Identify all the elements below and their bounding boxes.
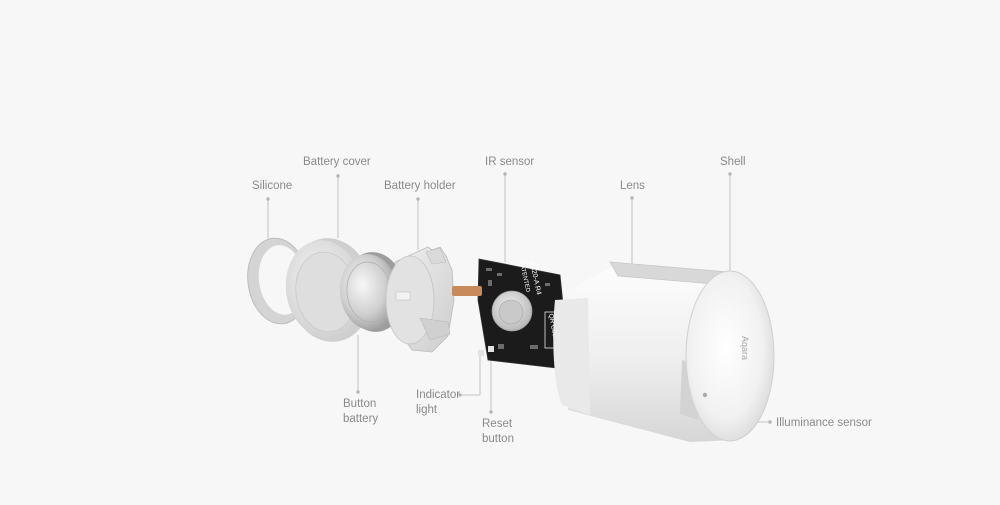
label-illuminance-sensor: Illuminance sensor bbox=[776, 417, 872, 429]
label-ir-sensor: IR sensor bbox=[485, 156, 535, 168]
label-button-battery-line2: battery bbox=[343, 413, 379, 425]
label-indicator-light: Indicator light bbox=[416, 388, 460, 418]
label-indicator-light-line1: Indicator bbox=[416, 389, 461, 401]
label-button-battery: Button battery bbox=[343, 397, 378, 427]
label-reset-button-line2: button bbox=[482, 433, 514, 445]
label-battery-cover: Battery cover bbox=[303, 156, 371, 168]
label-silicone: Silicone bbox=[252, 180, 293, 192]
leader-lines bbox=[266, 172, 772, 424]
shell-logo: Aqara bbox=[740, 336, 750, 360]
label-shell: Shell bbox=[720, 156, 746, 168]
battery-holder bbox=[385, 246, 455, 353]
label-battery-holder: Battery holder bbox=[384, 180, 456, 192]
pcb-board: A420-A R4 PATENTED QR Codes bbox=[452, 258, 569, 369]
label-reset-button: Reset button bbox=[482, 417, 514, 447]
label-reset-button-line1: Reset bbox=[482, 418, 513, 430]
label-lens: Lens bbox=[620, 180, 645, 192]
label-indicator-light-line2: light bbox=[416, 404, 438, 416]
shell-face bbox=[685, 270, 775, 442]
shell-body: Aqara bbox=[553, 261, 775, 442]
label-button-battery-line1: Button bbox=[343, 398, 377, 410]
